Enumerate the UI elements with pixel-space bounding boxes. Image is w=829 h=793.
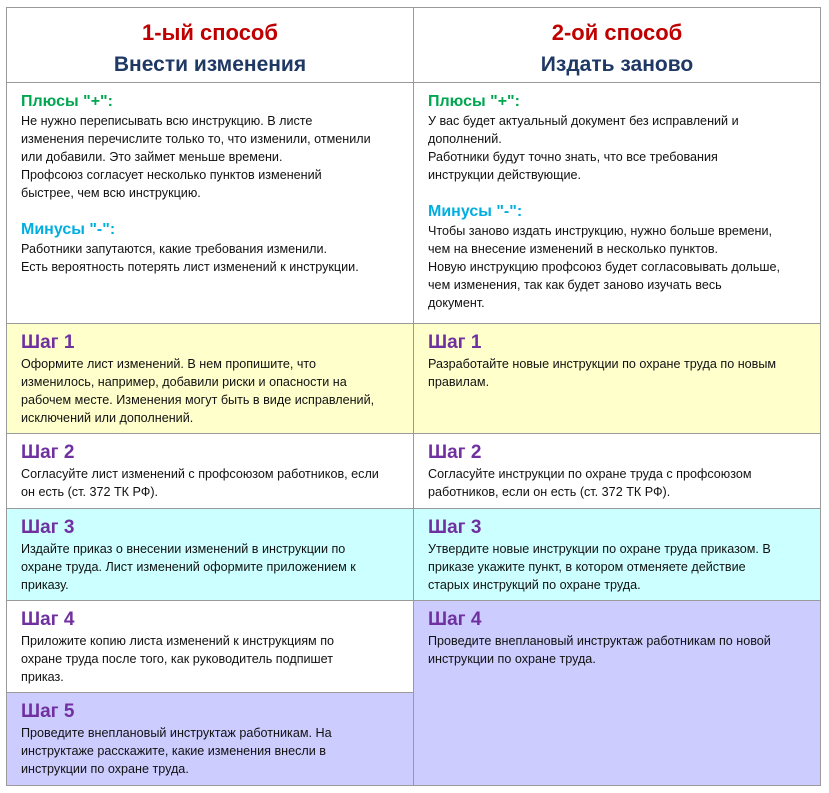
step-line: Приложите копию листа изменений к инстру… <box>21 634 335 648</box>
col1-header-title: 1-ый способ <box>142 20 278 45</box>
col2-header-subtitle: Издать заново <box>540 53 694 76</box>
step-title: Шаг 5 <box>21 701 75 722</box>
step-line: Проведите внеплановый инструктаж работни… <box>21 726 332 740</box>
step-line: Разработайте новые инструкции по охране … <box>428 357 777 371</box>
col1-step-5: Шаг 5 Проведите внеплановый инструктаж р… <box>6 692 414 786</box>
step-line: Согласуйте инструкции по охране труда с … <box>428 467 752 481</box>
col1-pros-cons: Плюсы "+": Не нужно переписывать всю инс… <box>6 82 414 324</box>
comparison-table: 1-ый способ Внести изменения 2-ой способ… <box>6 7 821 786</box>
col2-plus-line: Работники будут точно знать, что все тре… <box>428 150 718 164</box>
step-line: охране труда после того, как руководител… <box>21 652 334 666</box>
col1-step-1: Шаг 1 Оформите лист изменений. В нем про… <box>6 323 414 434</box>
col1-minus-line: Работники запутаются, какие требования и… <box>21 242 328 256</box>
step-line: Оформите лист изменений. В нем пропишите… <box>21 357 317 371</box>
col1-minus-line: Есть вероятность потерять лист изменений… <box>21 260 359 274</box>
step-line: Проведите внеплановый инструктаж работни… <box>428 634 771 648</box>
col2-minus-line: чем изменения, так как будет заново изуч… <box>428 278 722 292</box>
step-line: правилам. <box>428 375 490 389</box>
col2-plus-line: У вас будет актуальный документ без испр… <box>428 114 739 128</box>
col2-plus-title: Плюсы "+": <box>428 93 520 110</box>
step-line: он есть (ст. 372 ТК РФ). <box>21 485 159 499</box>
step-line: охране труда. Лист изменений оформите пр… <box>21 560 356 574</box>
col1-plus-title: Плюсы "+": <box>21 93 113 110</box>
col2-header: 2-ой способ Издать заново <box>413 7 821 83</box>
step-line: инструкции по охране труда. <box>21 762 189 776</box>
col2-plus-line: дополнений. <box>428 132 502 146</box>
step-line: инструктаже расскажите, какие изменения … <box>21 744 326 758</box>
step-line: Утвердите новые инструкции по охране тру… <box>428 542 771 556</box>
step-line: изменилось, например, добавили риски и о… <box>21 375 347 389</box>
col1-plus-line: Не нужно переписывать всю инструкцию. В … <box>21 114 313 128</box>
col2-header-title: 2-ой способ <box>551 20 683 45</box>
step-title: Шаг 4 <box>428 609 482 630</box>
step-line: Издайте приказ о внесении изменений в ин… <box>21 542 346 556</box>
col1-step-4: Шаг 4 Приложите копию листа изменений к … <box>6 600 414 693</box>
step-title: Шаг 2 <box>428 442 482 463</box>
col1-minus-title: Минусы "-": <box>21 221 116 238</box>
col1-plus-line: изменения перечислите только то, что изм… <box>21 132 371 146</box>
col1-header-subtitle: Внести изменения <box>113 53 307 76</box>
col2-minus-line: Новую инструкцию профсоюз будет согласов… <box>428 260 781 274</box>
step-line: рабочем месте. Изменения могут быть в ви… <box>21 393 375 407</box>
col2-minus-line: документ. <box>428 296 485 310</box>
col2-minus-title: Минусы "-": <box>428 203 523 220</box>
step-line: приказу. <box>21 578 69 592</box>
col2-minus-line: Чтобы заново издать инструкцию, нужно бо… <box>428 224 773 238</box>
step-line: Согласуйте лист изменений с профсоюзом р… <box>21 467 379 481</box>
step-line: старых инструкций по охране труда. <box>428 578 641 592</box>
step-title: Шаг 3 <box>428 517 482 538</box>
col1-plus-line: или добавили. Это займет меньше времени. <box>21 150 283 164</box>
step-line: исключений или дополнений. <box>21 411 194 425</box>
step-title: Шаг 2 <box>21 442 75 463</box>
step-title: Шаг 4 <box>21 609 75 630</box>
step-line: приказ. <box>21 670 64 684</box>
col2-step-3: Шаг 3 Утвердите новые инструкции по охра… <box>413 508 821 601</box>
col2-pros-cons: Плюсы "+": У вас будет актуальный докуме… <box>413 82 821 324</box>
col2-plus-line: инструкции действующие. <box>428 168 582 182</box>
col1-plus-line: Профсоюз согласует несколько пунктов изм… <box>21 168 322 182</box>
col1-step-3: Шаг 3 Издайте приказ о внесении изменени… <box>6 508 414 601</box>
col2-step-4: Шаг 4 Проведите внеплановый инструктаж р… <box>413 600 821 786</box>
step-title: Шаг 1 <box>21 332 75 353</box>
col1-step-2: Шаг 2 Согласуйте лист изменений с профсо… <box>6 433 414 509</box>
step-line: работников, если он есть (ст. 372 ТК РФ)… <box>428 485 671 499</box>
col2-minus-line: чем на внесение изменений в несколько пу… <box>428 242 719 256</box>
col1-header: 1-ый способ Внести изменения <box>6 7 414 83</box>
col2-step-1: Шаг 1 Разработайте новые инструкции по о… <box>413 323 821 434</box>
col2-step-2: Шаг 2 Согласуйте инструкции по охране тр… <box>413 433 821 509</box>
step-title: Шаг 3 <box>21 517 75 538</box>
step-line: приказе укажите пункт, в котором отменяе… <box>428 560 746 574</box>
step-title: Шаг 1 <box>428 332 482 353</box>
col1-plus-line: быстрее, чем всю инструкцию. <box>21 186 201 200</box>
step-line: инструкции по охране труда. <box>428 652 596 666</box>
